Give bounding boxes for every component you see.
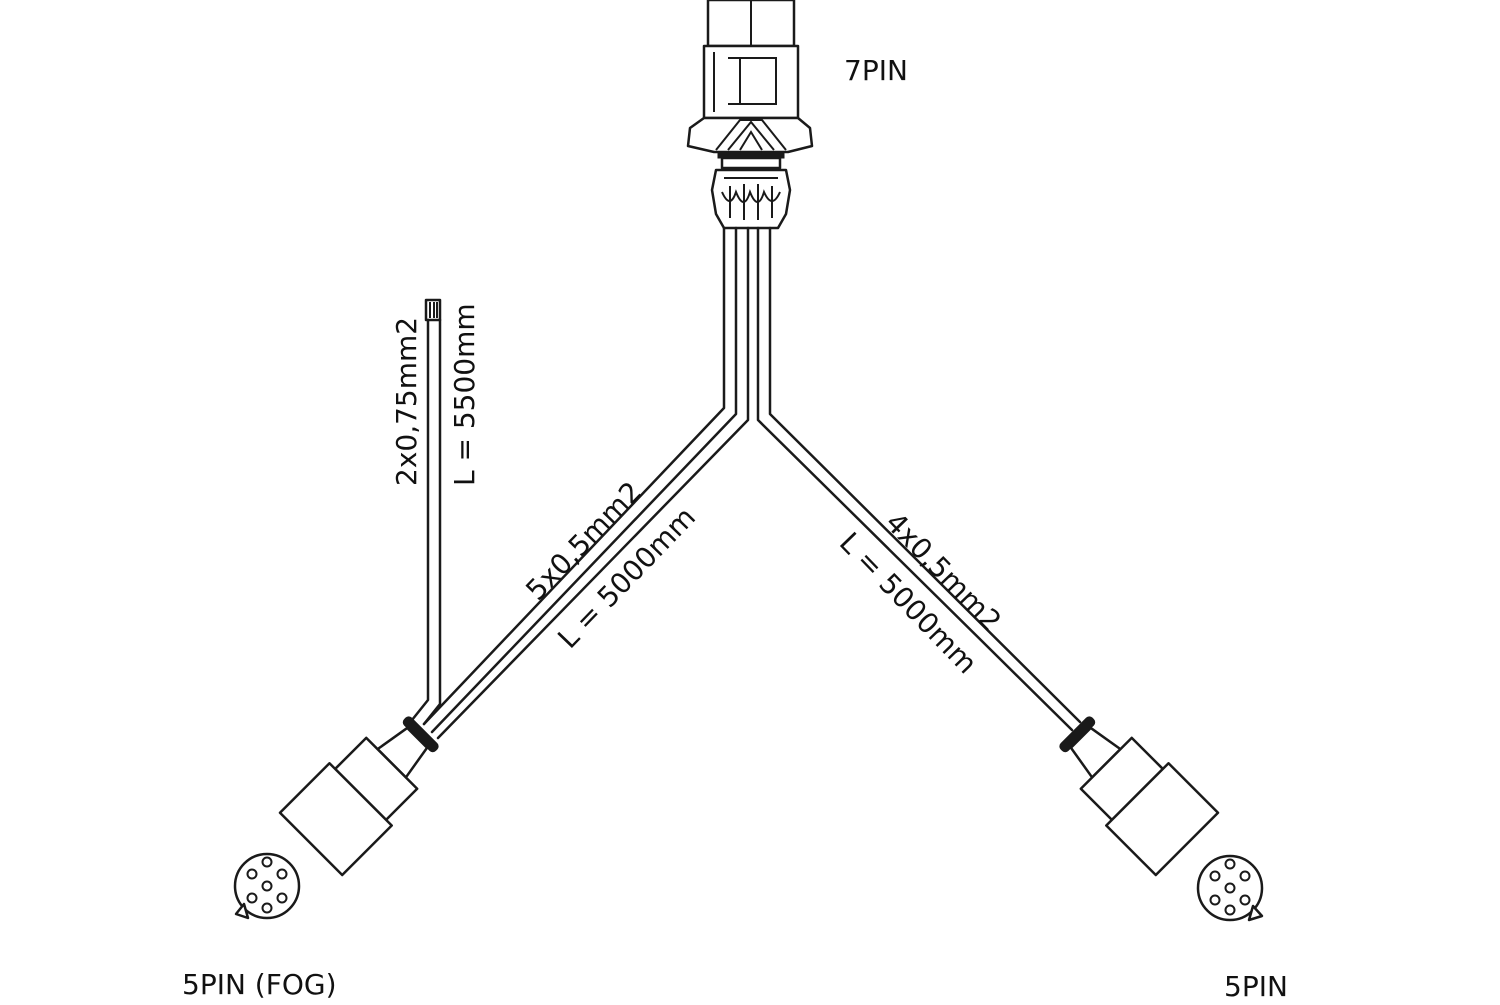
strain-relief [710, 168, 792, 230]
left-five-pin-connector [278, 716, 439, 877]
right-five-pin-connector [1059, 716, 1220, 877]
label-7pin: 7PIN [844, 54, 908, 87]
label-5pin: 5PIN [1224, 970, 1288, 1000]
plug-body [702, 44, 800, 120]
label-fog-cable-spec: 2x0,75mm2 [390, 317, 423, 486]
left-pin-face [233, 852, 301, 920]
right-connector-body [1105, 762, 1220, 877]
seven-pin-plug [686, 0, 814, 230]
label-left-cable-length: L = 5000mm [551, 501, 702, 655]
right-pin-face [1196, 854, 1264, 922]
main-cable-split [422, 226, 1082, 740]
left-connector-body [278, 762, 393, 877]
label-fog-cable-length: L = 5500mm [448, 303, 481, 486]
label-5pin-fog: 5PIN (FOG) [182, 968, 337, 1000]
fog-cable [410, 298, 442, 726]
